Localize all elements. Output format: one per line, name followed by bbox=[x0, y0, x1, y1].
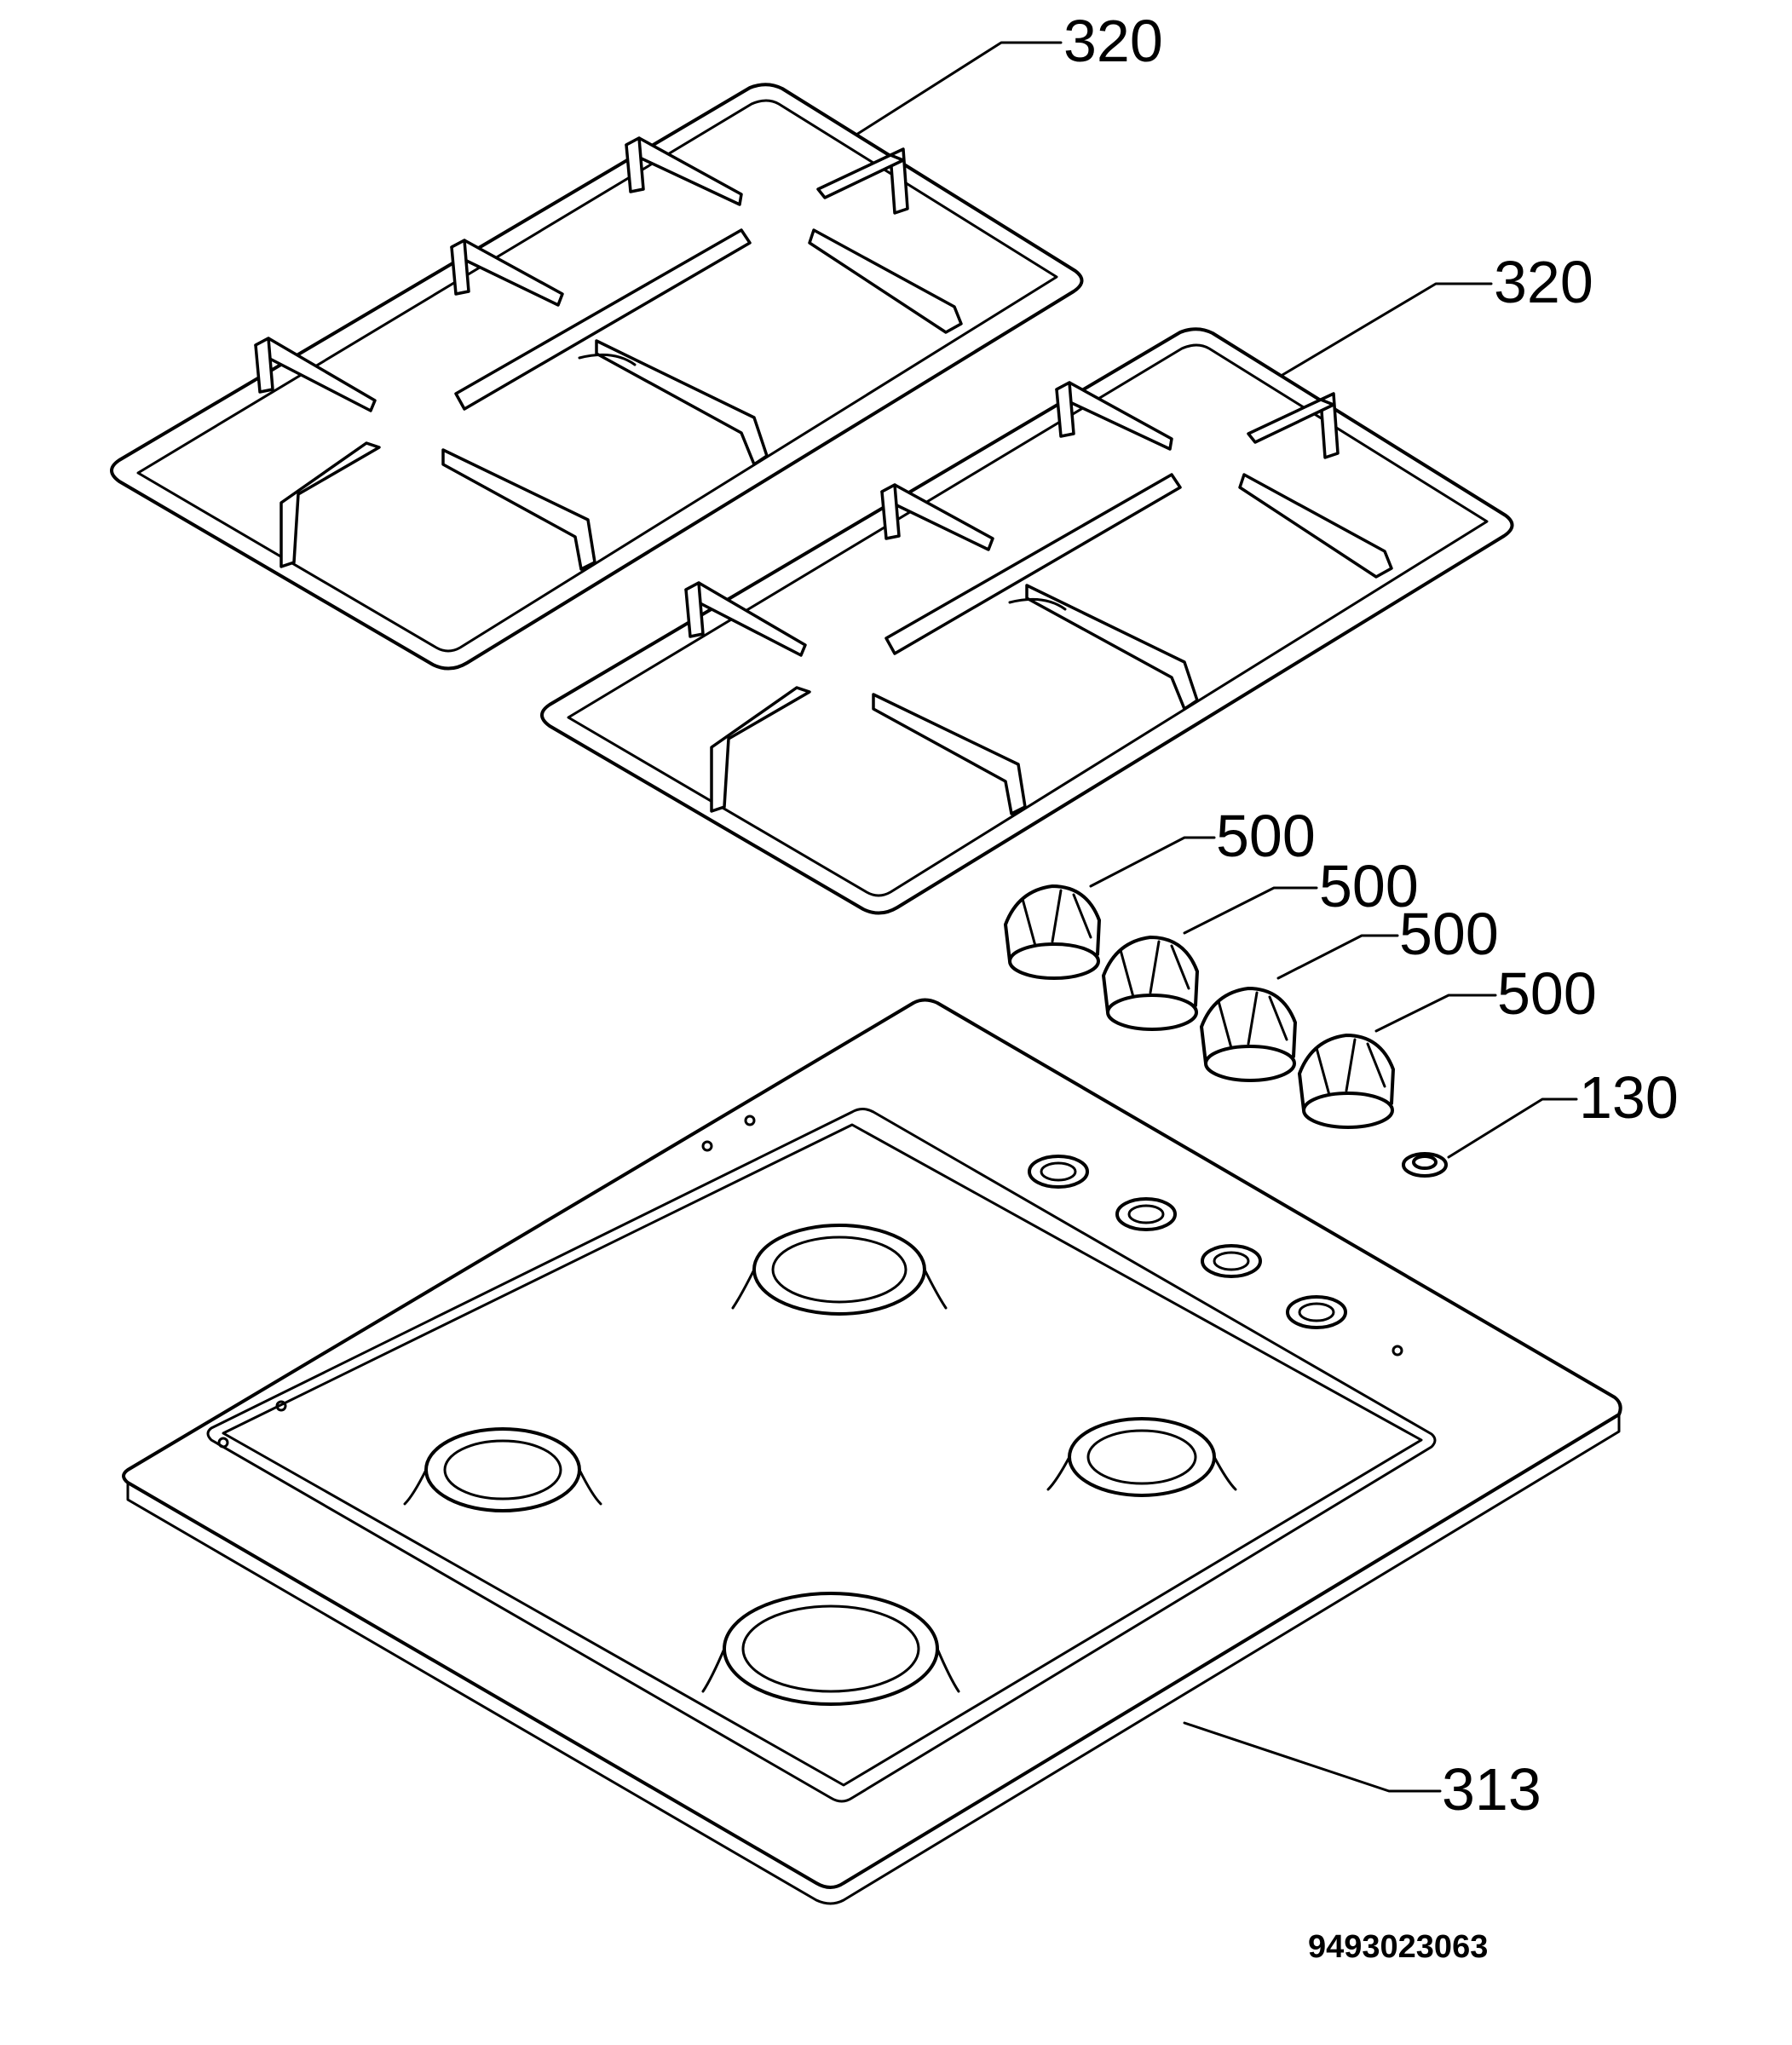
label-500-knob-1: 500 bbox=[1216, 803, 1316, 869]
control-knob-2 bbox=[1102, 936, 1199, 1031]
label-320-grate-left: 320 bbox=[1063, 8, 1163, 74]
label-500-knob-3: 500 bbox=[1399, 901, 1499, 967]
pan-support-grate-right bbox=[540, 327, 1514, 915]
hob-top-panel bbox=[122, 998, 1622, 1905]
control-knob-4 bbox=[1298, 1034, 1395, 1129]
seal-ring-part bbox=[1402, 1152, 1448, 1178]
pan-support-grate-left bbox=[110, 83, 1084, 671]
leader-lines bbox=[855, 41, 1578, 1793]
label-500-knob-4: 500 bbox=[1497, 960, 1597, 1027]
document-number: 9493023063 bbox=[1308, 1929, 1488, 1965]
label-320-grate-right: 320 bbox=[1494, 249, 1593, 315]
label-130-seal-ring: 130 bbox=[1579, 1064, 1679, 1131]
label-500-knob-2: 500 bbox=[1319, 853, 1419, 919]
label-313-hob-top: 313 bbox=[1442, 1756, 1541, 1823]
control-knob-3 bbox=[1200, 987, 1297, 1082]
control-knob-1 bbox=[1004, 884, 1101, 980]
